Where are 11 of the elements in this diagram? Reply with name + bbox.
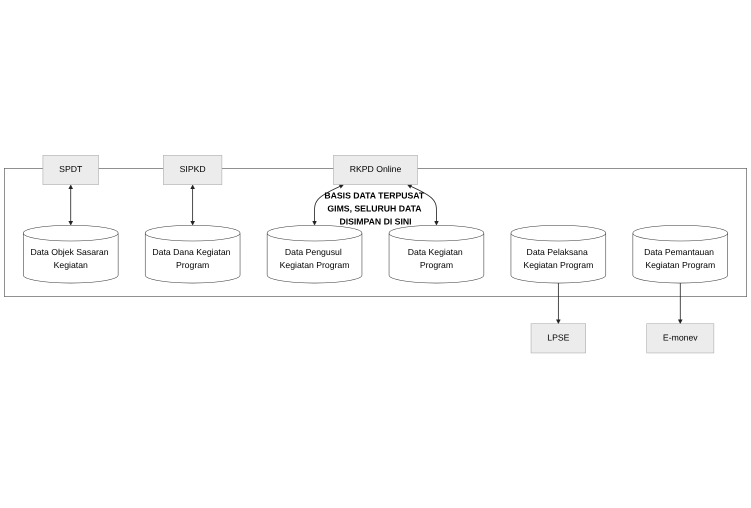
node-box: LPSE <box>530 323 586 354</box>
node-box: SPDT <box>42 154 99 185</box>
node-box: RKPD Online <box>333 154 418 185</box>
arrow <box>68 184 74 226</box>
arrow <box>407 184 439 226</box>
node-box: SIPKD <box>163 154 222 185</box>
arrow <box>190 184 196 226</box>
node-box: E-monev <box>646 323 714 354</box>
arrow <box>678 282 683 324</box>
arrow <box>312 184 344 226</box>
arrow <box>556 282 561 324</box>
